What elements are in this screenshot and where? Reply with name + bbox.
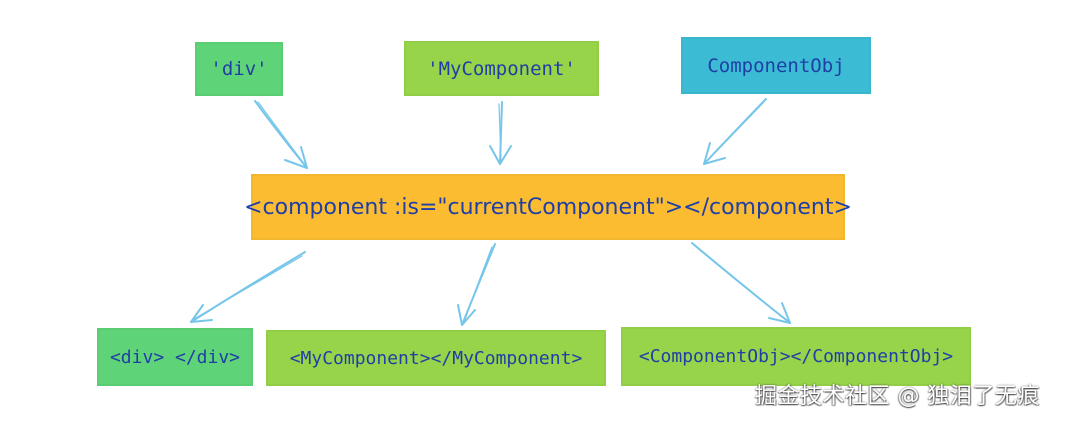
output-div-label: <div> </div> bbox=[109, 346, 241, 368]
center-component-label: <component :is="currentComponent"></comp… bbox=[244, 194, 852, 220]
arrow-component-to-componentobj bbox=[691, 242, 791, 324]
output-mycomponent-label: <MyComponent></MyComponent> bbox=[289, 347, 583, 369]
input-div-label: 'div' bbox=[210, 58, 268, 80]
input-componentobj-label: ComponentObj bbox=[707, 54, 845, 77]
output-componentobj-label: <ComponentObj></ComponentObj> bbox=[638, 346, 954, 367]
arrow-div-to-component bbox=[254, 100, 308, 169]
output-componentobj-box: <ComponentObj></ComponentObj> bbox=[621, 327, 971, 386]
arrow-component-to-mycomponent bbox=[457, 243, 496, 326]
arrow-mycomponent-to-component bbox=[489, 101, 512, 165]
output-div-box: <div> </div> bbox=[97, 328, 253, 386]
arrow-componentobj-to-component bbox=[703, 98, 767, 165]
input-mycomponent-label: 'MyComponent' bbox=[427, 57, 576, 80]
input-div-box: 'div' bbox=[195, 42, 283, 96]
arrow-component-to-div bbox=[190, 251, 306, 323]
input-componentobj-box: ComponentObj bbox=[681, 37, 871, 94]
center-component-box: <component :is="currentComponent"></comp… bbox=[244, 174, 852, 240]
output-mycomponent-box: <MyComponent></MyComponent> bbox=[266, 330, 606, 386]
watermark-text: 掘金技术社区 @ 独泪了无痕 bbox=[755, 384, 1040, 409]
input-mycomponent-box: 'MyComponent' bbox=[404, 41, 599, 96]
